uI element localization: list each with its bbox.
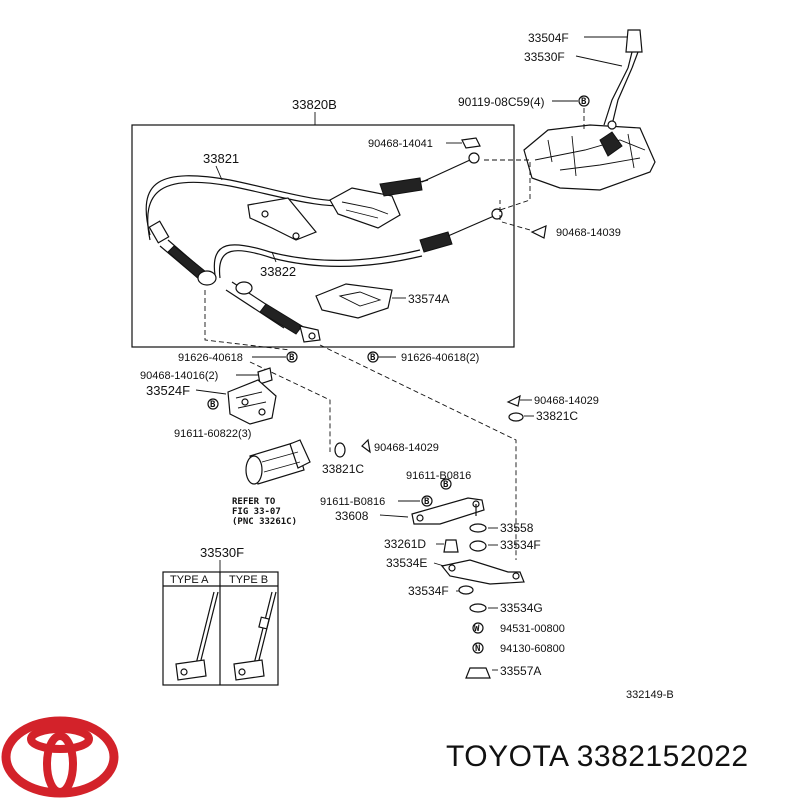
label-90468-14029-center: 90468-14029 [374, 442, 439, 454]
label-90468-14039: 90468-14039 [556, 227, 621, 239]
label-33530F-box: 33530F [200, 545, 244, 560]
bushing-33534F-a [469, 540, 487, 552]
svg-text:B: B [424, 497, 430, 507]
label-33822: 33822 [260, 264, 296, 279]
label-33534E: 33534E [386, 556, 427, 570]
svg-text:B: B [581, 97, 587, 107]
type-b-lever [233, 591, 277, 681]
label-94130: 94130-60800 [500, 643, 565, 655]
transmission-shaft [245, 439, 311, 485]
clip-14039 [530, 225, 547, 239]
label-91611-60822: 91611-60822(3) [174, 428, 251, 440]
label-91626-right: 91626-40618(2) [401, 352, 479, 364]
label-33557A: 33557A [500, 664, 541, 678]
bushing-33534F-b [458, 585, 474, 595]
label-33574A: 33574A [408, 292, 449, 306]
washer-33558 [469, 523, 487, 533]
label-33530F-top: 33530F [524, 50, 565, 64]
label-94531: 94531-00800 [500, 623, 565, 635]
svg-text:B: B [443, 480, 449, 490]
label-33534G: 33534G [500, 601, 543, 615]
label-type-a: TYPE A [170, 574, 209, 586]
label-33820B: 33820B [292, 97, 337, 112]
label-33821: 33821 [203, 151, 239, 166]
type-a-lever [175, 591, 219, 681]
label-33608: 33608 [335, 509, 369, 523]
clip-14029-right [506, 394, 521, 407]
bushing-33821C-right [508, 412, 524, 422]
clip-14029-center [361, 438, 371, 454]
shift-lever-assembly [523, 29, 656, 191]
label-90468-14029-right: 90468-14029 [534, 395, 599, 407]
label-33558: 33558 [500, 521, 534, 535]
label-90119: 90119-08C59(4) [458, 95, 545, 109]
bolt-badge-icon [578, 95, 590, 107]
label-90468-14041: 90468-14041 [368, 138, 433, 150]
refer-line-3: (PNC 33261C) [232, 517, 297, 527]
svg-text:N: N [475, 644, 480, 654]
label-91611-B0816-left: 91611-B0816 [320, 496, 385, 508]
label-33261D: 33261D [384, 537, 426, 551]
washer-33534G [469, 603, 487, 613]
drawing-number: 332149-B [626, 689, 674, 701]
svg-text:B: B [210, 400, 216, 410]
bracket-33524F [227, 379, 277, 425]
svg-text:B: B [370, 353, 376, 363]
svg-text:W: W [474, 624, 480, 634]
label-type-b: TYPE B [229, 574, 268, 586]
cable-33822 [213, 208, 503, 343]
bushing-33261D [443, 539, 459, 553]
refer-line-2: FIG 33-07 [232, 507, 281, 517]
label-33534F-b: 33534F [408, 584, 449, 598]
label-33504F: 33504F [528, 31, 569, 45]
label-33524F: 33524F [146, 383, 190, 398]
toyota-logo-icon [1, 716, 119, 798]
cable-bracket [247, 197, 317, 241]
label-33534F-a: 33534F [500, 538, 541, 552]
refer-line-1: REFER TO [232, 497, 276, 507]
label-33821C-right: 33821C [536, 409, 578, 423]
boot-33557A [465, 667, 491, 679]
bushing-33821C-center [334, 442, 346, 458]
label-33821C-center: 33821C [322, 462, 364, 476]
brand-caption: TOYOTA 3382152022 [446, 740, 749, 773]
lever-33534E [440, 559, 525, 585]
clip-14041 [461, 137, 481, 149]
label-90468-14016: 90468-14016(2) [140, 370, 218, 382]
clip-14016 [257, 367, 273, 385]
cable-33821 [145, 152, 480, 286]
cable-assembly-frame [131, 124, 515, 348]
label-91626-left: 91626-40618 [178, 352, 243, 364]
label-91611-B0816-top: 91611-B0816 [406, 470, 471, 482]
svg-text:B: B [289, 353, 295, 363]
lever-33608 [411, 497, 485, 525]
plate-33574A [315, 283, 393, 319]
